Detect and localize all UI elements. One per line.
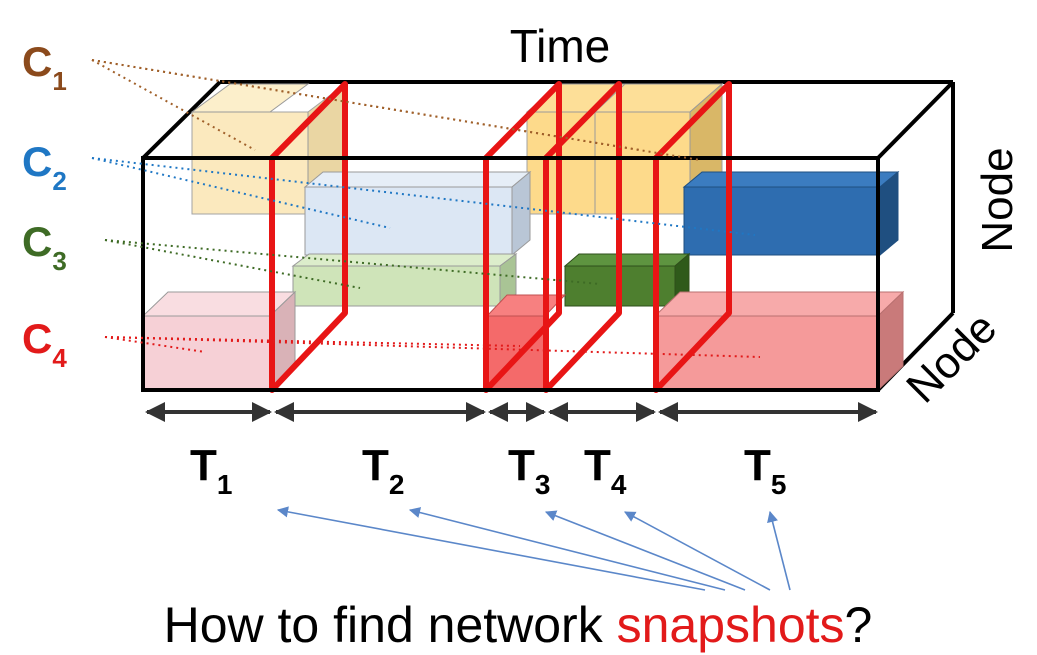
community-labels: C1 C2 C3 C4: [22, 38, 67, 373]
boundary-t4-t5: [653, 81, 732, 393]
community-label-c4: C4: [22, 315, 67, 373]
pointer-to-t3: [544, 510, 746, 591]
c3-connectors: [104, 239, 601, 289]
snapshot-boundaries: [269, 81, 732, 393]
c3-block-t4: [563, 252, 691, 308]
question-prefix: How to find network: [164, 597, 617, 653]
box-wireframe-front: [141, 156, 880, 392]
boundary-t1-t2: [269, 81, 348, 393]
time-label-t5: T5: [744, 441, 786, 500]
community-label-c2: C2: [22, 138, 67, 196]
community-label-c1-sub: 1: [52, 66, 66, 96]
community-label-c3: C3: [22, 218, 67, 276]
time-label-t2: T2: [362, 441, 404, 500]
c2-block-t5: [682, 170, 900, 257]
c4-block-t5: [653, 290, 905, 392]
time-segment-labels: T1 T2 T3 T4 T5: [190, 441, 786, 500]
question-highlight: snapshots: [617, 597, 845, 653]
time-label-t3: T3: [508, 441, 550, 500]
time-label-t1: T1: [190, 441, 232, 500]
node-axis-label-vertical: Node: [973, 147, 1022, 252]
community-label-c2-sub: 2: [52, 166, 66, 196]
c4-block-t1: [141, 290, 297, 392]
c4-connectors: [104, 336, 761, 358]
pointer-to-t4: [624, 511, 771, 591]
question-pointer-arrows: [276, 506, 791, 591]
boundary-t3-t4: [543, 81, 622, 393]
time-axis-label: Time: [510, 20, 611, 72]
c2-block-t2: [303, 170, 532, 257]
c3-block-t2: [291, 253, 518, 307]
community-label-c1: C1: [22, 38, 67, 96]
time-label-t4: T4: [584, 441, 627, 500]
question-suffix: ?: [845, 597, 873, 653]
pointer-to-t2: [408, 507, 726, 591]
c1-connectors: [91, 59, 701, 161]
community-label-c3-sub: 3: [52, 246, 66, 276]
question-text: How to find network snapshots?: [164, 597, 873, 653]
boundary-t2-t3: [483, 81, 562, 393]
box-wireframe-back: [141, 80, 955, 392]
pointer-to-t5: [767, 510, 791, 591]
community-label-c4-sub: 4: [52, 343, 67, 373]
pointer-to-t1: [276, 506, 706, 591]
node-axis-label-diagonal: Node: [897, 303, 1006, 412]
